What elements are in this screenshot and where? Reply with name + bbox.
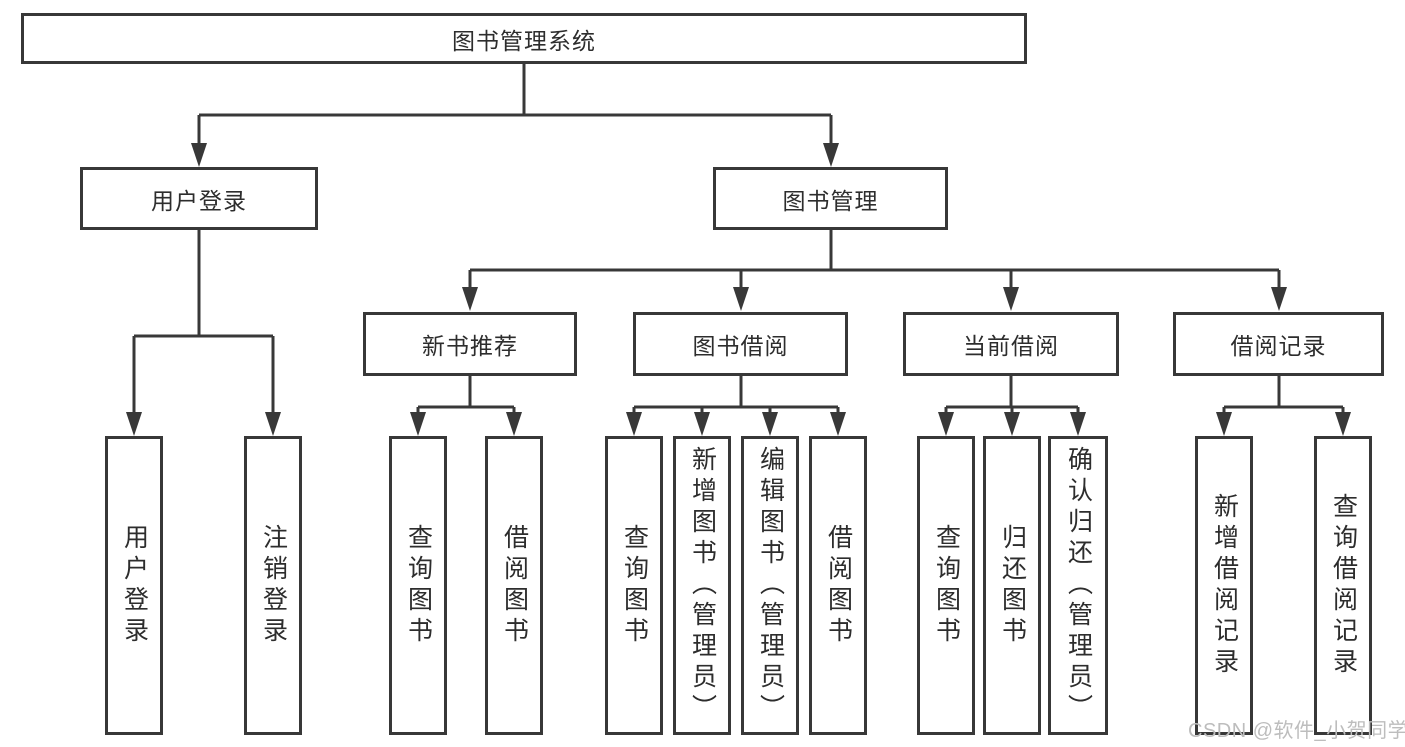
node-user-login: 用户登录 bbox=[80, 167, 318, 230]
node-book-borrow: 图书借阅 bbox=[633, 312, 848, 376]
leaf-logout: 注销登录 bbox=[244, 436, 302, 735]
leaf-add-borrow-record: 新增借阅记录 bbox=[1195, 436, 1253, 735]
leaf-query-books-current: 查询图书 bbox=[917, 436, 975, 735]
leaf-query-books-borrow: 查询图书 bbox=[605, 436, 663, 735]
leaf-borrow-books: 借阅图书 bbox=[809, 436, 867, 735]
csdn-watermark: CSDN @软件_小贺同学 bbox=[1188, 720, 1405, 742]
leaf-return-books: 归还图书 bbox=[983, 436, 1041, 735]
leaf-query-books-recommend: 查询图书 bbox=[389, 436, 447, 735]
arrowheads bbox=[126, 143, 1351, 436]
leaf-add-book-admin: 新增图书（管理员） bbox=[673, 436, 731, 735]
node-new-book-recommend: 新书推荐 bbox=[363, 312, 577, 376]
leaf-borrow-books-recommend: 借阅图书 bbox=[485, 436, 543, 735]
leaf-edit-book-admin: 编辑图书（管理员） bbox=[741, 436, 799, 735]
node-borrow-records: 借阅记录 bbox=[1173, 312, 1384, 376]
leaf-user-login: 用户登录 bbox=[105, 436, 163, 735]
leaf-confirm-return-admin: 确认归还（管理员） bbox=[1048, 436, 1108, 735]
node-current-borrow: 当前借阅 bbox=[903, 312, 1119, 376]
leaf-query-borrow-record: 查询借阅记录 bbox=[1314, 436, 1372, 735]
node-root-system: 图书管理系统 bbox=[21, 13, 1027, 64]
node-book-management: 图书管理 bbox=[713, 167, 948, 230]
